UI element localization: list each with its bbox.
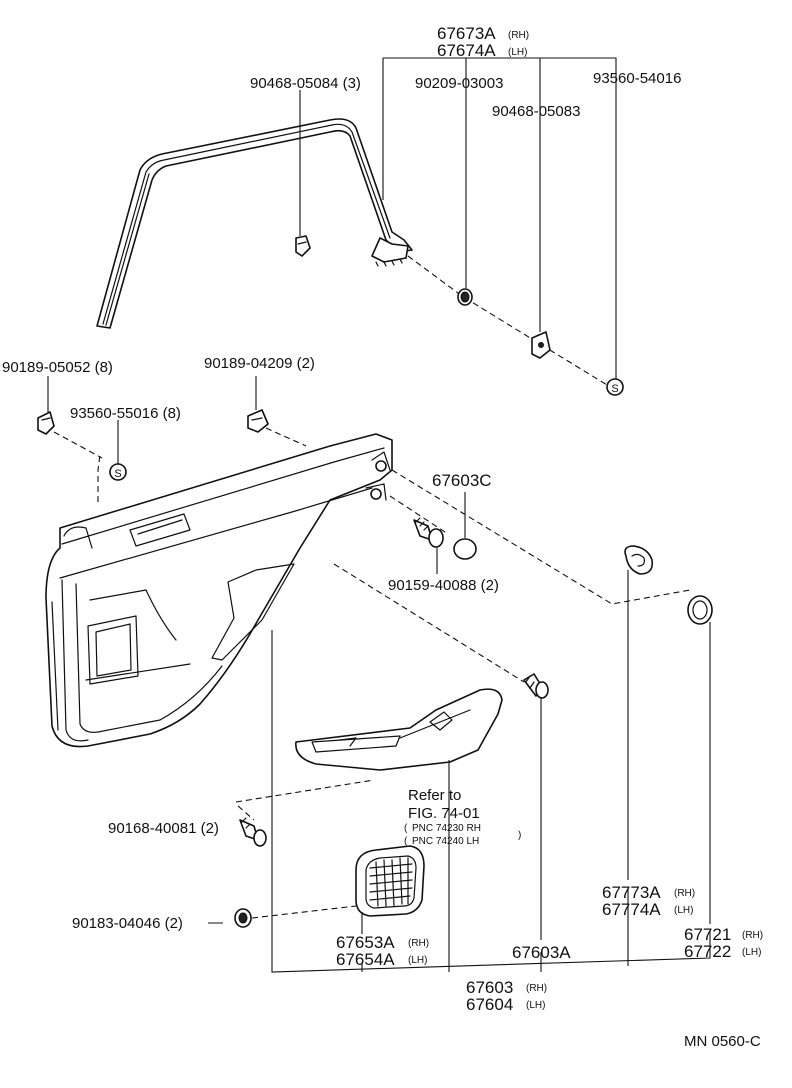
trim-fastener-leader <box>407 255 613 389</box>
clip-90189-05052 <box>37 411 55 435</box>
bolt-67603a <box>523 673 549 699</box>
label-paren-open-1: ( <box>404 823 408 834</box>
screw-90159-40088 <box>413 517 444 548</box>
label-dash-90183: — <box>208 914 223 931</box>
label-refer-to: Refer to <box>408 787 461 804</box>
clip-90189-04209 <box>247 409 269 433</box>
cover-67653a <box>355 845 425 917</box>
label-90159-40088: 90159-40088 (2) <box>388 577 499 594</box>
clip-90468-05083 <box>531 331 551 359</box>
label-67721: 67721 <box>684 925 731 944</box>
label-67722: 67722 <box>684 942 731 961</box>
seal-67773a <box>624 545 654 575</box>
label-paren-open-2: ( <box>404 836 408 847</box>
label-93560-55016: 93560-55016 (8) <box>70 405 181 422</box>
label-67673a-suffix: (RH) <box>508 30 529 41</box>
label-67654a-suffix: (LH) <box>408 955 427 966</box>
label-67653a: 67653A <box>336 933 395 952</box>
label-67653a-suffix: (RH) <box>408 938 429 949</box>
label-90189-05052: 90189-05052 (8) <box>2 359 113 376</box>
top-bracket <box>383 57 617 379</box>
label-90189-04209: 90189-04209 (2) <box>204 355 315 372</box>
screw-90168-40081 <box>239 817 267 847</box>
label-67604: 67604 <box>466 995 513 1014</box>
label-90183-04046: 90183-04046 (2) <box>72 915 183 932</box>
grommet-67721 <box>687 595 713 625</box>
s-clip-symbol: S <box>611 383 618 395</box>
cap-67603c <box>453 538 477 560</box>
label-67604-suffix: (LH) <box>526 1000 545 1011</box>
label-67773a: 67773A <box>602 883 661 902</box>
label-67774a-suffix: (LH) <box>674 905 693 916</box>
label-refer-pnc-rh: PNC 74230 RH <box>412 823 481 834</box>
trim-clip-90468-05084 <box>295 235 311 257</box>
cover-mesh-grid <box>369 857 413 907</box>
label-67654a: 67654A <box>336 950 395 969</box>
bottom-bracket <box>271 630 711 973</box>
label-93560-54016: 93560-54016 <box>593 70 681 87</box>
armrest <box>295 688 503 771</box>
label-67674a: 67674A <box>437 41 496 60</box>
label-67674a-suffix: (LH) <box>508 47 527 58</box>
label-drawing-code: MN 0560-C <box>684 1033 761 1050</box>
label-67603-suffix: (RH) <box>526 983 547 994</box>
nut-90183-04046 <box>234 908 252 928</box>
label-67721-suffix: (RH) <box>742 930 763 941</box>
label-90168-40081: 90168-40081 (2) <box>108 820 219 837</box>
s-clip-symbol: S <box>114 468 121 480</box>
label-refer-pnc-lh: PNC 74240 LH <box>412 836 479 847</box>
upper-window-trim <box>96 118 413 329</box>
cap-90209-03003 <box>457 288 473 306</box>
s-clip-93560-54016: S <box>606 378 624 396</box>
label-67603a: 67603A <box>512 943 571 962</box>
label-paren-close: ) <box>518 830 521 841</box>
label-67722-suffix: (LH) <box>742 947 761 958</box>
label-90468-05083: 90468-05083 <box>492 103 580 120</box>
door-trim-panel <box>45 433 393 748</box>
label-refer-fig: FIG. 74-01 <box>408 805 480 822</box>
label-67774a: 67774A <box>602 900 661 919</box>
label-67673a: 67673A <box>437 24 496 43</box>
label-90209-03003: 90209-03003 <box>415 75 503 92</box>
label-67603: 67603 <box>466 978 513 997</box>
labels: 67673A (RH) 67674A (LH) 90468-05084 (3) … <box>2 24 763 1050</box>
s-clip-93560-55016: S <box>109 463 127 481</box>
label-67773a-suffix: (RH) <box>674 888 695 899</box>
label-67603c: 67603C <box>432 471 492 490</box>
label-90468-05084: 90468-05084 (3) <box>250 75 361 92</box>
